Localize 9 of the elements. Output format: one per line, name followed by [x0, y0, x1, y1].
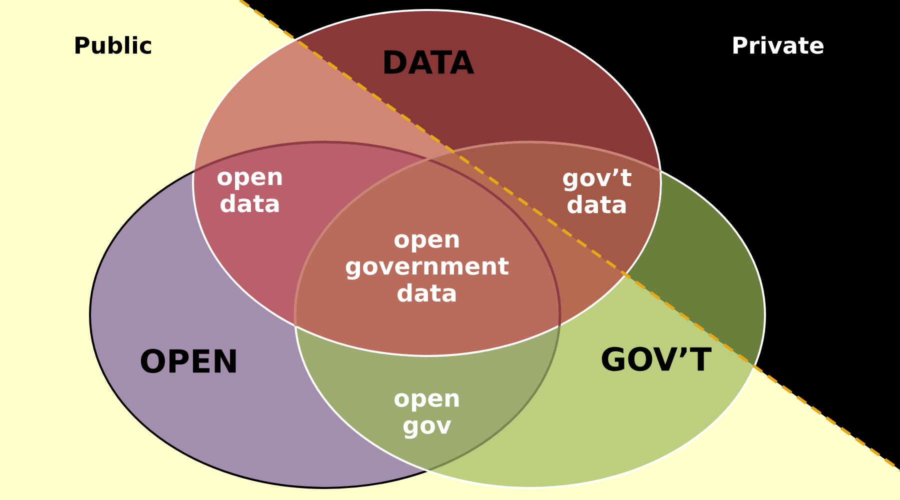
region-label: gov’t data	[563, 168, 632, 214]
set-label: DATA	[384, 50, 474, 74]
area-label: Private	[734, 36, 824, 54]
set-label: GOV’T	[602, 346, 712, 372]
set-label: OPEN	[140, 348, 236, 374]
region-label: open government data	[346, 234, 509, 302]
area-label: Public	[76, 36, 152, 54]
region-label: open gov	[394, 393, 459, 439]
region-label: open data	[218, 172, 282, 212]
